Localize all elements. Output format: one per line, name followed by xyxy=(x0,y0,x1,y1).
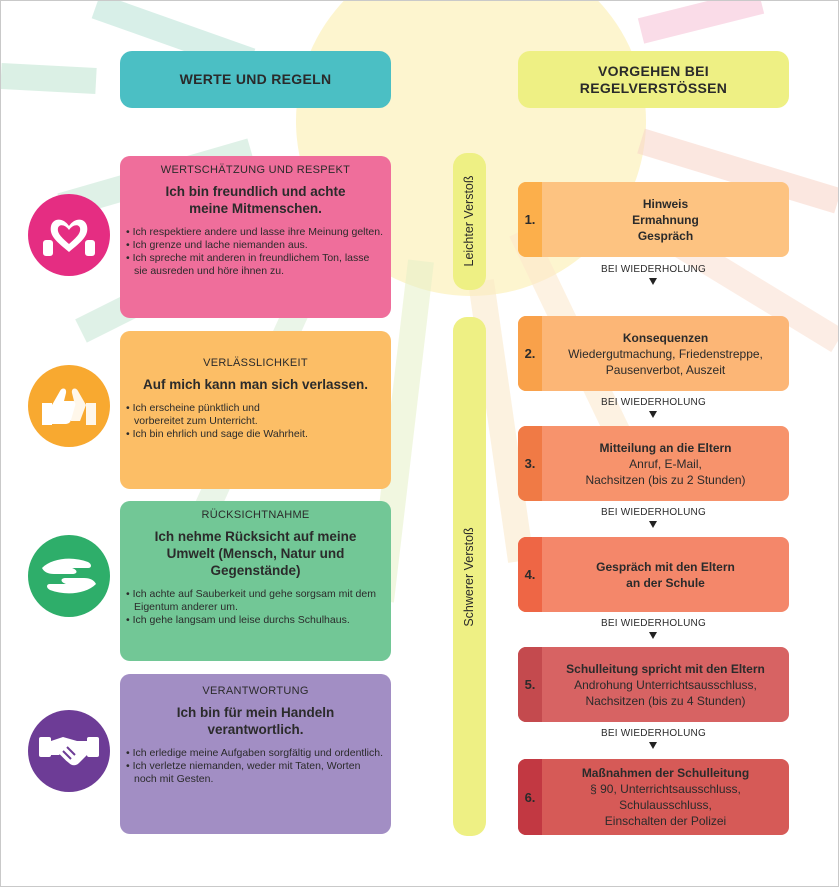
repeat-label: BEI WIEDERHOLUNG xyxy=(601,728,706,739)
value-card-respect: WERTSCHÄTZUNG UND RESPEKT Ich bin freund… xyxy=(120,156,391,318)
severe-violation-bar xyxy=(453,317,486,836)
step-6: 6. Maßnahmen der Schulleitung § 90, Unte… xyxy=(518,759,789,835)
light-violation-bar xyxy=(453,153,486,290)
bullet: Ich erscheine pünktlich und vorbereitet … xyxy=(126,402,385,428)
repeat-label: BEI WIEDERHOLUNG xyxy=(601,397,706,408)
handshake-icon xyxy=(28,710,110,792)
thumbs-up-icon xyxy=(28,365,110,447)
heart-hands-icon xyxy=(28,194,110,276)
bullet: Ich erledige meine Aufgaben sorgfältig u… xyxy=(126,747,385,760)
card-title: VERANTWORTUNG xyxy=(202,685,309,697)
bullet: Ich respektiere andere und lasse ihre Me… xyxy=(126,226,385,239)
repeat-label: BEI WIEDERHOLUNG xyxy=(601,264,706,275)
light-violation-label: Leichter Verstoß xyxy=(462,175,476,267)
left-column-header: WERTE UND REGELN xyxy=(120,51,391,108)
right-column-header: VORGEHEN BEI REGELVERSTÖSSEN xyxy=(518,51,789,108)
repeat-label: BEI WIEDERHOLUNG xyxy=(601,507,706,518)
value-card-responsibility: VERANTWORTUNG Ich bin für mein Handeln v… xyxy=(120,674,391,834)
step-number: 2. xyxy=(518,316,542,391)
card-headline: Ich bin freundlich und achte meine Mitme… xyxy=(165,184,346,216)
step-3: 3. Mitteilung an die Eltern Anruf, E-Mai… xyxy=(518,426,789,501)
card-headline: Ich bin für mein Handeln verantwortlich. xyxy=(176,705,335,737)
down-arrow-icon xyxy=(649,632,657,639)
card-headline: Auf mich kann man sich verlassen. xyxy=(142,377,369,392)
bullet: Ich verletze niemanden, weder mit Taten,… xyxy=(126,760,385,786)
card-title: VERLÄSSLICHKEIT xyxy=(203,357,308,369)
down-arrow-icon xyxy=(649,278,657,285)
step-number: 6. xyxy=(518,759,542,835)
card-bullets: Ich respektiere andere und lasse ihre Me… xyxy=(126,226,385,278)
bullet: Ich grenze und lache niemanden aus. xyxy=(126,239,385,252)
card-bullets: Ich achte auf Sauberkeit und gehe sorgsa… xyxy=(126,588,385,627)
step-2: 2. Konsequenzen Wiedergutmachung, Friede… xyxy=(518,316,789,391)
step-4: 4. Gespräch mit den Eltern an der Schule xyxy=(518,537,789,612)
value-card-consideration: RÜCKSICHTNAHME Ich nehme Rücksicht auf m… xyxy=(120,501,391,661)
card-title: WERTSCHÄTZUNG UND RESPEKT xyxy=(160,164,351,176)
value-card-reliability: VERLÄSSLICHKEIT Auf mich kann man sich v… xyxy=(120,331,391,489)
step-number: 3. xyxy=(518,426,542,501)
card-bullets: Ich erledige meine Aufgaben sorgfältig u… xyxy=(126,747,385,786)
card-title: RÜCKSICHTNAHME xyxy=(201,509,310,521)
caring-hands-icon xyxy=(28,535,110,617)
step-number: 4. xyxy=(518,537,542,612)
step-number: 1. xyxy=(518,182,542,257)
bullet: Ich achte auf Sauberkeit und gehe sorgsa… xyxy=(126,588,385,614)
step-1: 1. Hinweis Ermahnung Gespräch xyxy=(518,182,789,257)
down-arrow-icon xyxy=(649,411,657,418)
card-headline: Ich nehme Rücksicht auf meine Umwelt (Me… xyxy=(154,529,357,578)
step-5: 5. Schulleitung spricht mit den Eltern A… xyxy=(518,647,789,722)
bullet: Ich bin ehrlich und sage die Wahrheit. xyxy=(126,428,385,441)
bullet: Ich spreche mit anderen in freundlichem … xyxy=(126,252,385,278)
card-bullets: Ich erscheine pünktlich und vorbereitet … xyxy=(126,402,385,441)
bullet: Ich gehe langsam und leise durchs Schulh… xyxy=(126,614,385,627)
down-arrow-icon xyxy=(649,742,657,749)
down-arrow-icon xyxy=(649,521,657,528)
step-number: 5. xyxy=(518,647,542,722)
repeat-label: BEI WIEDERHOLUNG xyxy=(601,618,706,629)
severe-violation-label: Schwerer Verstoß xyxy=(462,527,476,627)
